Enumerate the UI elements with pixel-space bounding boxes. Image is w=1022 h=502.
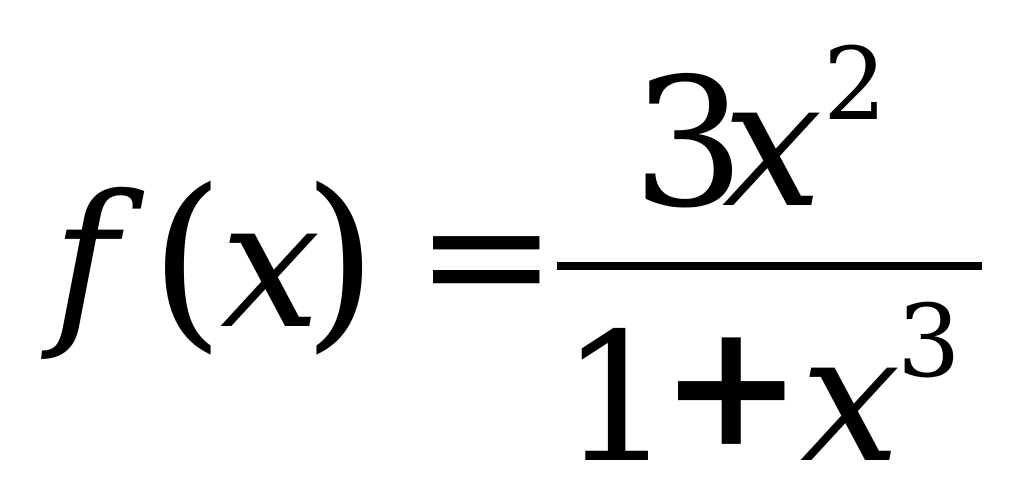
open-parenthesis: ( xyxy=(150,149,225,370)
function-argument: x xyxy=(220,161,321,368)
plus-sign: + xyxy=(660,285,803,485)
numerator-exponent: 2 xyxy=(823,26,887,143)
denominator-variable: x xyxy=(800,295,901,502)
numerator-coefficient: 3 xyxy=(632,40,746,247)
denominator-exponent: 3 xyxy=(897,283,961,400)
math-formula: f ( x ) = 3 x 2 1 + x 3 xyxy=(52,26,982,502)
fraction-bar xyxy=(557,262,982,270)
denominator-constant: 1 xyxy=(560,295,674,502)
numerator-variable: x xyxy=(722,40,823,247)
close-parenthesis: ) xyxy=(303,149,378,370)
function-symbol: f xyxy=(52,157,118,364)
equals-sign: = xyxy=(415,156,558,354)
